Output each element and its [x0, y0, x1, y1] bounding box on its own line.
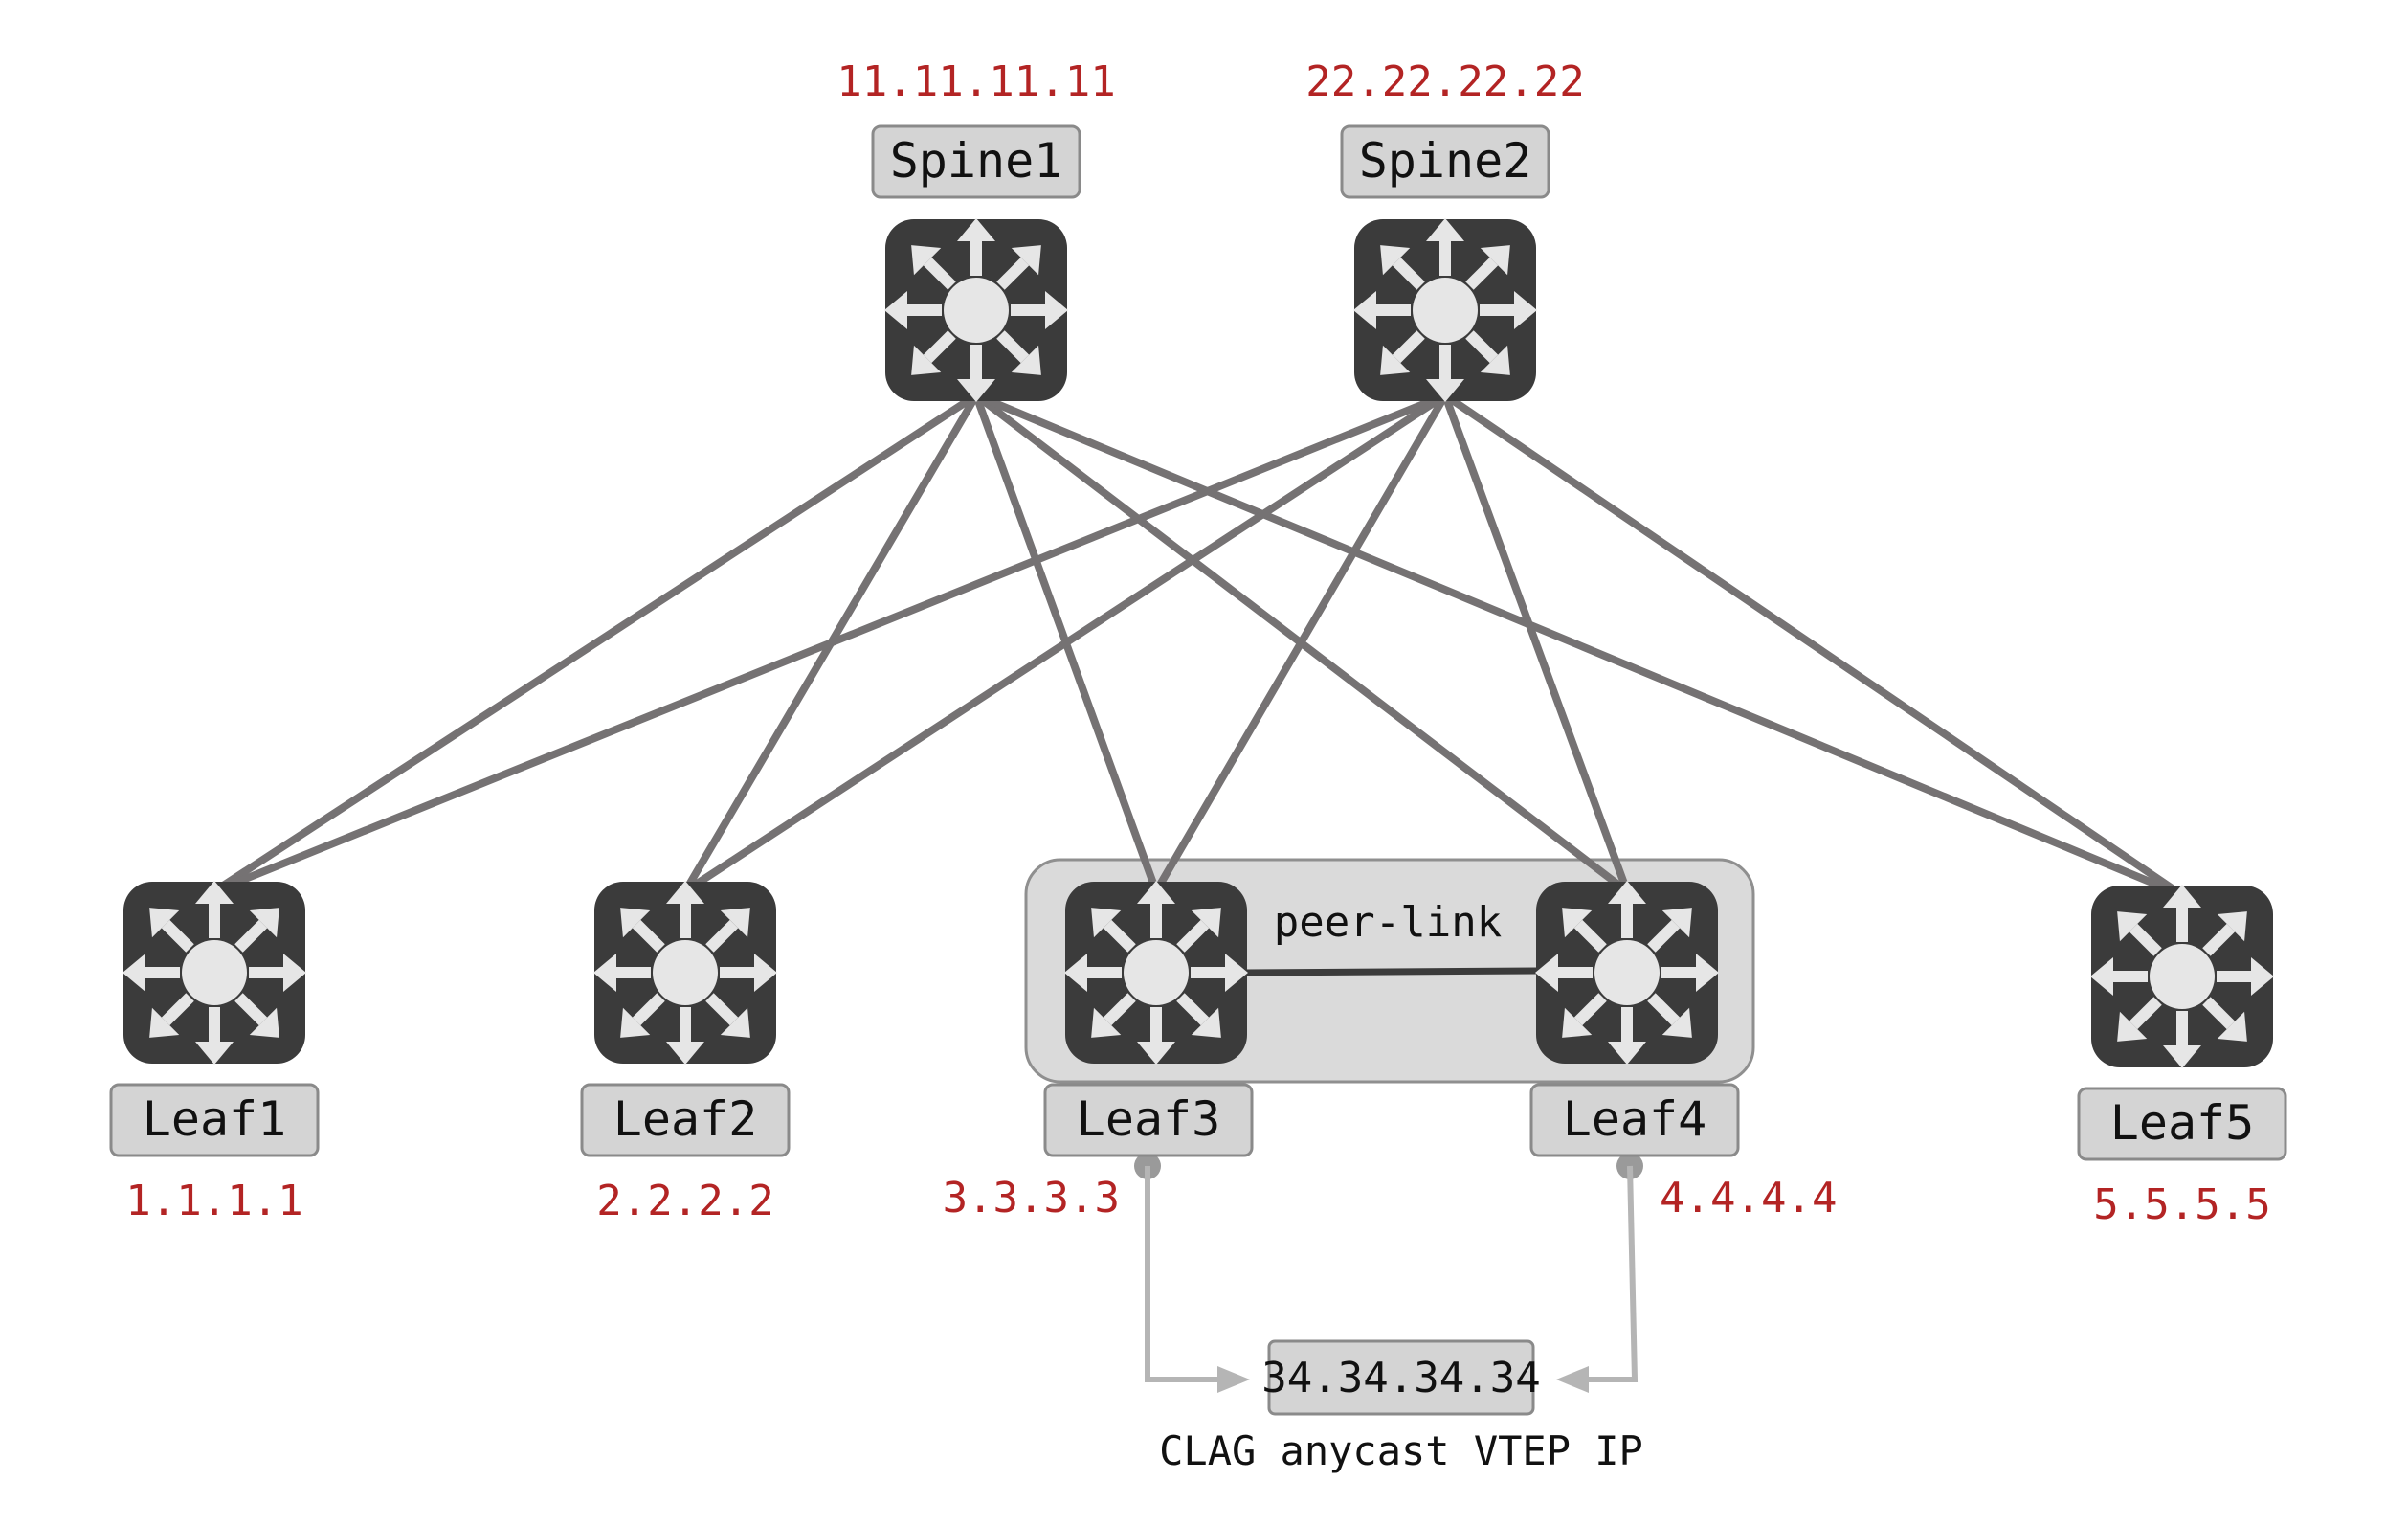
spine-node-spine1[interactable]: Spine1 11.11.11.11 — [836, 57, 1116, 402]
leaf5-name-label: Leaf5 — [2110, 1095, 2255, 1151]
spine-node-spine2[interactable]: Spine2 22.22.22.22 — [1305, 57, 1585, 402]
spine1-label-box — [871, 124, 1081, 199]
switch-glyph-icon — [1353, 218, 1537, 402]
leaf3-loopback-ip: 3.3.3.3 — [943, 1174, 1120, 1223]
link-spine1-leaf1 — [211, 392, 980, 895]
leaf2-loopback-ip: 2.2.2.2 — [596, 1177, 773, 1225]
leaf4-vtep-arrowhead — [1556, 1366, 1589, 1393]
spine2-loopback-ip: 22.22.22.22 — [1305, 57, 1584, 106]
leaf2-label-box — [580, 1083, 791, 1157]
leaf3-label-box — [1043, 1083, 1254, 1157]
uplinks — [211, 392, 2186, 899]
switch-glyph-icon — [2090, 885, 2274, 1068]
leaf-node-leaf5[interactable]: Leaf5 5.5.5.5 — [2077, 885, 2287, 1229]
link-spine2-leaf1 — [211, 392, 1449, 895]
spine2-name-label: Spine2 — [1359, 133, 1532, 189]
anycast-vtep-ip: 34.34.34.34 — [1261, 1354, 1540, 1403]
link-spine2-leaf4 — [1441, 392, 1631, 895]
anycast-vtep-ip-box — [1267, 1339, 1535, 1416]
leaf-node-leaf3[interactable]: Leaf3 3.3.3.3 — [943, 881, 1254, 1223]
leaf3-name-label: Leaf3 — [1077, 1091, 1221, 1147]
anycast-vtep-caption: CLAG anycast VTEP IP — [1159, 1427, 1643, 1474]
leaf3-vtep-connector — [1145, 1166, 1221, 1382]
leaf-node-leaf2[interactable]: Leaf2 2.2.2.2 — [580, 881, 791, 1225]
leaf4-loopback-ip: 4.4.4.4 — [1660, 1174, 1837, 1223]
leaf-node-leaf1[interactable]: Leaf1 1.1.1.1 — [109, 881, 320, 1225]
switch-glyph-icon — [1064, 881, 1248, 1065]
spine1-name-label: Spine1 — [890, 133, 1063, 189]
link-spine2-leaf5 — [1441, 392, 2186, 899]
leaf2-name-label: Leaf2 — [613, 1091, 758, 1147]
link-spine2-leaf3 — [1152, 392, 1449, 895]
leaf4-label-box — [1529, 1083, 1740, 1157]
link-spine1-leaf5 — [972, 392, 2186, 899]
leaf1-name-label: Leaf1 — [143, 1091, 287, 1147]
leaf4-name-label: Leaf4 — [1563, 1091, 1707, 1147]
leaf4-vtep-connector — [1585, 1165, 1639, 1382]
link-spine2-leaf2 — [681, 392, 1449, 895]
spine1-loopback-ip: 11.11.11.11 — [836, 57, 1115, 106]
switch-glyph-icon — [1535, 881, 1719, 1065]
leaf1-label-box — [109, 1083, 320, 1157]
switch-glyph-icon — [593, 881, 777, 1065]
leaf5-label-box — [2077, 1087, 2287, 1161]
peer-link-label: peer-link — [1274, 898, 1502, 947]
switch-glyph-icon — [123, 881, 306, 1065]
leaf-node-leaf4[interactable]: Leaf4 4.4.4.4 — [1529, 881, 1837, 1223]
leaf1-loopback-ip: 1.1.1.1 — [125, 1177, 302, 1225]
spine2-label-box — [1340, 124, 1550, 199]
switch-glyph-icon — [884, 218, 1068, 402]
leaf3-vtep-arrowhead — [1217, 1366, 1250, 1393]
peer-link-line — [1243, 967, 1538, 976]
leaf5-loopback-ip: 5.5.5.5 — [2093, 1180, 2270, 1229]
anycast-vtep-connectors — [1134, 1153, 1643, 1393]
